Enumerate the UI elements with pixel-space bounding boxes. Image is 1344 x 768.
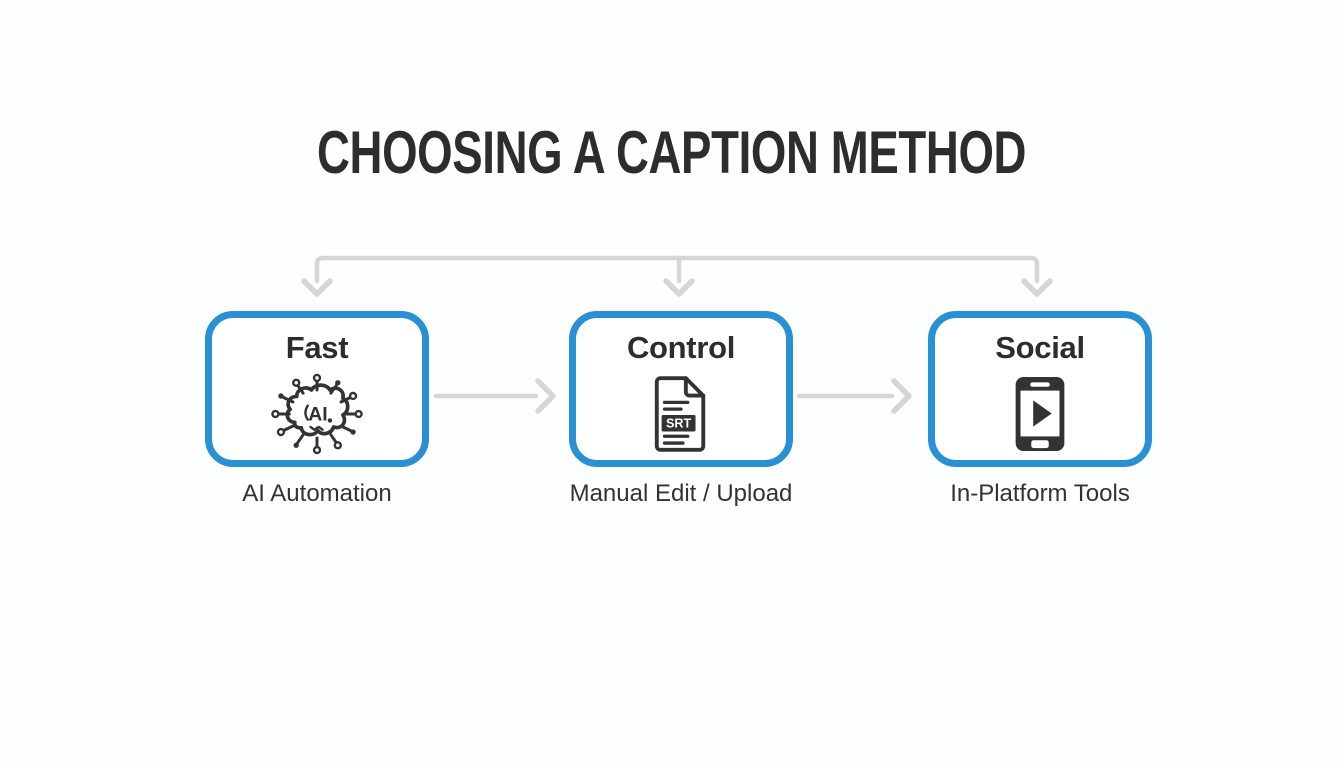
method-title-fast: Fast: [285, 330, 349, 365]
method-box-fast: Fast: [205, 311, 429, 467]
srt-badge: [661, 414, 696, 432]
document-text-lines: [662, 400, 690, 445]
play-icon: [1033, 400, 1052, 427]
title-bar: CHOOSING A CAPTION METHOD: [0, 120, 1344, 186]
method-title-control: Control: [626, 330, 736, 365]
page-title: CHOOSING A CAPTION METHOD: [0, 120, 1344, 186]
phone-play-icon: [1014, 368, 1066, 460]
phone-speaker: [1030, 382, 1050, 387]
phone-home-button: [1031, 440, 1049, 449]
brain-zigzag: [309, 425, 324, 431]
ai-icon-label: AI: [308, 403, 327, 425]
caption-social: In-Platform Tools: [950, 480, 1130, 507]
caption-control: Manual Edit / Upload: [569, 480, 793, 507]
document-fold: [683, 376, 706, 398]
arrow-down-middle-icon: [663, 278, 695, 297]
ai-brain-icon: AI: [268, 368, 366, 460]
arrow-down-right-icon: [1021, 278, 1053, 297]
arrow-down-left-icon: [301, 278, 333, 297]
caption-fast: AI Automation: [242, 480, 392, 507]
ai-dot: [327, 418, 333, 423]
arrow-right-icon: [891, 378, 912, 414]
method-box-social: Social: [928, 311, 1152, 467]
branch-connector: [301, 255, 1053, 297]
srt-document-icon: SRT: [650, 368, 712, 460]
brain-outline: [285, 383, 350, 437]
arrow-control-to-social: [796, 378, 912, 414]
srt-badge-label: SRT: [666, 417, 691, 431]
arrow-right-icon: [535, 378, 556, 414]
method-box-control: Control SRT: [569, 311, 793, 467]
method-title-social: Social: [995, 330, 1085, 365]
document-outline: [654, 376, 706, 452]
page-title-text: CHOOSING A CAPTION METHOD: [317, 119, 1027, 186]
brain-fold: [304, 404, 309, 421]
circuit-nodes: [271, 373, 363, 455]
arrow-fast-to-control: [433, 378, 556, 414]
